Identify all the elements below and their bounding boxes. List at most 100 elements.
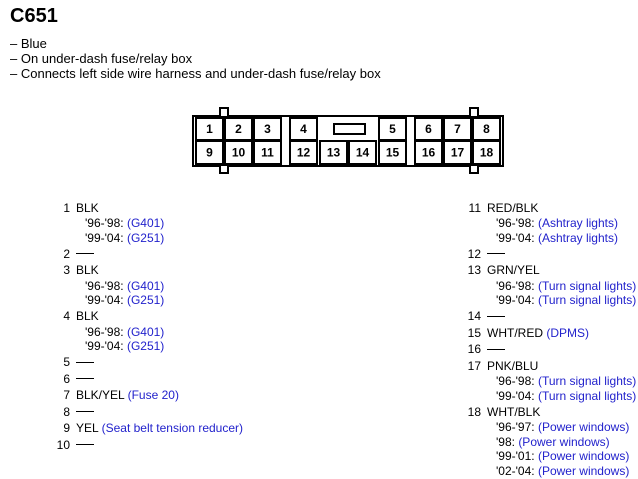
wire-color-text: BLK xyxy=(76,263,99,278)
component-link[interactable]: (Power windows) xyxy=(537,464,630,479)
model-year: '96-'97: xyxy=(496,420,538,434)
model-year: '96-'98: xyxy=(496,278,538,293)
pin-number: 18 xyxy=(467,404,481,419)
connector-tab-left-bottom xyxy=(219,164,229,174)
component-link[interactable]: (G251) xyxy=(126,293,165,308)
wire-color-text: BLK xyxy=(76,309,99,324)
unused-pin-dash xyxy=(76,438,94,452)
cavity-number: 17 xyxy=(451,146,465,160)
cavity-number: 8 xyxy=(483,122,490,136)
cavity-box xyxy=(253,140,282,165)
component-link[interactable]: (Ashtray lights) xyxy=(537,216,618,231)
pin-number: 16 xyxy=(467,342,481,357)
component-link[interactable]: (Power windows) xyxy=(537,420,630,434)
model-year: '98: xyxy=(496,434,519,449)
wire-color-text: WHT/BLK xyxy=(487,404,541,419)
cavity-box xyxy=(319,140,348,165)
connector-tab-right-top xyxy=(469,107,479,118)
pin-model-year-entry: '96-'98: (Turn signal lights) xyxy=(496,374,636,388)
component-link[interactable]: (G401) xyxy=(126,278,165,293)
pin-number: 7 xyxy=(63,388,70,403)
connector-title: C651 xyxy=(10,5,58,27)
component-link[interactable]: (G251) xyxy=(126,231,165,245)
connector-tab-right-bottom xyxy=(469,164,479,174)
cavity-number: 1 xyxy=(206,122,213,136)
model-year: '99-'04: xyxy=(85,231,127,245)
pin-model-year-entry: '02-'04: (Power windows) xyxy=(496,464,629,478)
wire-color: BLK xyxy=(76,309,99,323)
cavity-number: 7 xyxy=(454,122,461,136)
pin-number: 9 xyxy=(63,421,70,436)
cavity-number: 9 xyxy=(206,146,213,160)
component-link[interactable]: (G251) xyxy=(126,339,165,354)
cavity-number: 16 xyxy=(422,146,436,160)
component-link[interactable]: (Turn signal lights) xyxy=(537,278,637,293)
wire-color-text: PNK/BLU xyxy=(487,358,539,373)
cavity-box xyxy=(443,140,472,165)
wire-color-text: GRN/YEL xyxy=(487,263,540,278)
cavity-number: 4 xyxy=(300,122,307,136)
model-year: '99-'04: xyxy=(496,388,538,403)
pin-model-year-entry: '96-'98: (Ashtray lights) xyxy=(496,216,618,230)
cavity-number: 2 xyxy=(235,122,242,136)
wire-color-text: BLK xyxy=(76,201,99,215)
component-link[interactable]: (Fuse 20) xyxy=(127,388,179,403)
note-color: – Blue xyxy=(10,36,47,51)
wire-color: PNK/BLU xyxy=(487,359,538,373)
pin-model-year-entry: '96-'98: (Turn signal lights) xyxy=(496,279,636,293)
component-link[interactable]: (Seat belt tension reducer) xyxy=(101,421,244,436)
wire-color-text: RED/BLK xyxy=(487,201,539,215)
cavity-box xyxy=(348,140,377,165)
pin-number: 12 xyxy=(467,246,481,261)
unused-pin-dash xyxy=(76,372,94,386)
component-link[interactable]: (Power windows) xyxy=(518,434,610,449)
component-link[interactable]: (G401) xyxy=(126,324,165,339)
wire-color: BLK/YEL (Fuse 20) xyxy=(76,388,179,402)
model-year: '02-'04: xyxy=(496,464,538,479)
model-year: '99-'04: xyxy=(496,293,538,308)
wire-color: WHT/BLK xyxy=(487,405,540,419)
unused-pin-dash xyxy=(487,342,505,356)
component-link[interactable]: (Turn signal lights) xyxy=(537,374,637,389)
pin-number: 17 xyxy=(467,358,481,373)
cavity-number: 5 xyxy=(389,122,396,136)
component-link[interactable]: (Ashtray lights) xyxy=(537,231,618,245)
component-link[interactable]: (DPMS) xyxy=(546,325,590,340)
pin-model-year-entry: '96-'98: (G401) xyxy=(85,216,164,230)
cavity-number: 3 xyxy=(264,122,271,136)
cavity-box xyxy=(472,140,501,165)
pin-model-year-entry: '98: (Power windows) xyxy=(496,435,610,449)
wire-color-text: YEL xyxy=(76,421,99,436)
connector-tab-left-top xyxy=(219,107,229,118)
wire-color-text: WHT/RED xyxy=(487,325,543,340)
cavity-number: 13 xyxy=(327,146,341,160)
pin-number: 1 xyxy=(63,201,70,215)
component-link[interactable]: (G401) xyxy=(126,216,165,231)
component-link[interactable]: (Power windows) xyxy=(537,449,630,464)
cavity-number: 14 xyxy=(356,146,370,160)
component-link[interactable]: (Turn signal lights) xyxy=(537,388,637,403)
component-link[interactable]: (Turn signal lights) xyxy=(537,293,637,308)
pin-model-year-entry: '99-'04: (Ashtray lights) xyxy=(496,231,618,245)
model-year: '96-'98: xyxy=(85,216,127,231)
pin-model-year-entry: '96-'98: (G401) xyxy=(85,279,164,293)
pin-number: 15 xyxy=(467,325,481,340)
unused-pin-dash xyxy=(487,309,505,323)
pin-model-year-entry: '99-'04: (G251) xyxy=(85,339,164,353)
wire-color: RED/BLK xyxy=(487,201,538,215)
pin-number: 3 xyxy=(63,263,70,278)
pin-model-year-entry: '96-'97: (Power windows) xyxy=(496,420,629,434)
cavity-number: 11 xyxy=(261,146,274,160)
unused-pin-dash xyxy=(487,247,505,261)
wire-color-text: BLK/YEL xyxy=(76,388,125,403)
model-year: '96-'98: xyxy=(496,374,538,389)
pin-model-year-entry: '99-'04: (Turn signal lights) xyxy=(496,389,636,403)
cavity-number: 6 xyxy=(425,122,432,136)
pin-number: 10 xyxy=(56,437,70,452)
wire-color: WHT/RED (DPMS) xyxy=(487,326,589,340)
pin-number: 8 xyxy=(63,404,70,419)
pin-number: 4 xyxy=(63,309,70,324)
cavity-number: 15 xyxy=(386,146,400,160)
wire-color: BLK xyxy=(76,201,99,215)
pin-model-year-entry: '99-'04: (Turn signal lights) xyxy=(496,293,636,307)
